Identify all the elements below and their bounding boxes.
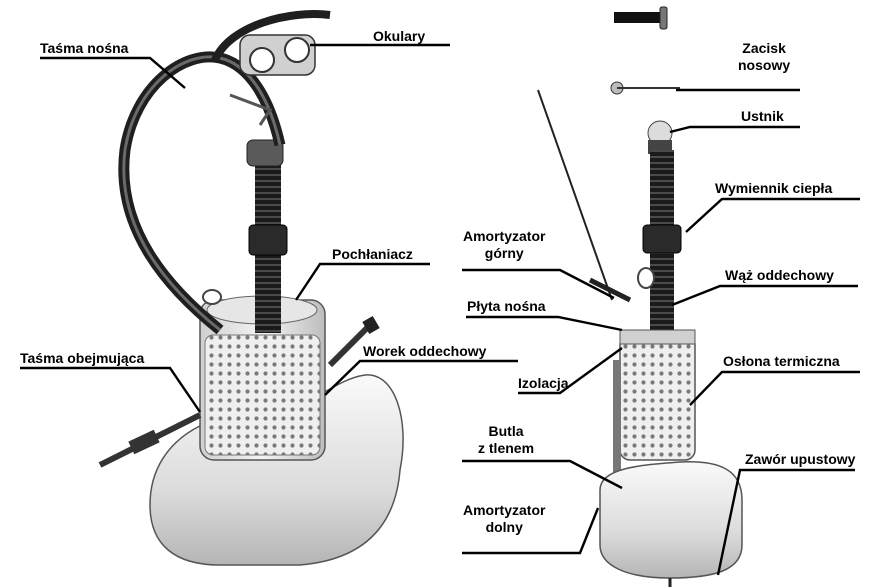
label-amortyzator-dolny-line1: Amortyzator	[463, 502, 545, 519]
label-okulary: Okulary	[373, 28, 425, 45]
label-waz-oddechowy-text: Wąż oddechowy	[725, 267, 834, 284]
heat-exchanger-left	[249, 225, 287, 255]
label-amortyzator-gorny: Amortyzator górny	[463, 228, 545, 262]
label-okulary-text: Okulary	[373, 28, 425, 45]
label-zacisk-nosowy-line1: Zacisk	[738, 40, 790, 57]
label-tasma-nosna-text: Taśma nośna	[40, 40, 128, 57]
label-tasma-obejmujaca: Taśma obejmująca	[20, 350, 144, 367]
label-oslona-termiczna-text: Osłona termiczna	[723, 353, 840, 370]
left-device	[100, 14, 403, 565]
label-pochlaniacz-text: Pochłaniacz	[332, 246, 413, 263]
label-zawor-upustowy: Zawór upustowy	[745, 451, 855, 468]
label-amortyzator-dolny-line2: dolny	[463, 519, 545, 536]
label-zawor-upustowy-text: Zawór upustowy	[745, 451, 855, 468]
label-plyta-nosna-text: Płyta nośna	[467, 298, 546, 315]
label-butla-z-tlenem: Butla z tlenem	[478, 423, 534, 457]
label-izolacja-text: Izolacja	[518, 375, 569, 392]
label-amortyzator-dolny: Amortyzator dolny	[463, 502, 545, 536]
label-plyta-nosna: Płyta nośna	[467, 298, 546, 315]
label-worek-oddechowy: Worek oddechowy	[363, 343, 486, 360]
label-ustnik-text: Ustnik	[741, 108, 784, 125]
label-tasma-nosna: Taśma nośna	[40, 40, 128, 57]
label-amortyzator-gorny-line1: Amortyzator	[463, 228, 545, 245]
label-oslona-termiczna: Osłona termiczna	[723, 353, 840, 370]
label-ustnik: Ustnik	[741, 108, 784, 125]
leader-lines	[20, 45, 860, 575]
label-butla-line1: Butla	[478, 423, 534, 440]
label-worek-oddechowy-text: Worek oddechowy	[363, 343, 486, 360]
label-waz-oddechowy: Wąż oddechowy	[725, 267, 834, 284]
label-izolacja: Izolacja	[518, 375, 569, 392]
thermal-shield	[620, 335, 695, 460]
label-zacisk-nosowy-line2: nosowy	[738, 57, 790, 74]
label-butla-line2: z tlenem	[478, 440, 534, 457]
label-tasma-obejmujaca-text: Taśma obejmująca	[20, 350, 144, 367]
label-pochlaniacz: Pochłaniacz	[332, 246, 413, 263]
label-wymiennik-ciepla-text: Wymiennik ciepła	[715, 180, 832, 197]
label-zacisk-nosowy: Zacisk nosowy	[738, 40, 790, 74]
goggles	[240, 35, 315, 75]
bolt-part	[614, 12, 662, 23]
right-device	[538, 7, 742, 587]
heat-exchanger-right	[643, 225, 681, 253]
label-amortyzator-gorny-line2: górny	[463, 245, 545, 262]
label-wymiennik-ciepla: Wymiennik ciepła	[715, 180, 832, 197]
absorber-perforated-cover	[205, 335, 320, 455]
